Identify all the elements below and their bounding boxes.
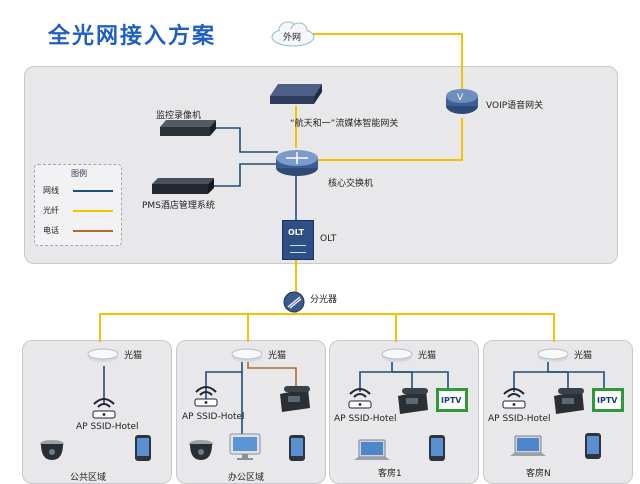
wifi-ap-icon [502,388,526,409]
legend: 图例 网线 光纤 电话 [34,164,122,246]
legend-title: 图例 [71,169,87,178]
legend-swatch-fiber [73,210,113,212]
zone4-label: 客房N [526,469,551,479]
optical-modem-icon [381,348,413,362]
pms-server-icon [152,178,214,194]
svg-text:V: V [457,93,464,103]
iptv-screen: IPTV [436,388,468,412]
ip-phone-icon [554,388,584,414]
zone4-modem-label: 光猫 [574,351,593,361]
legend-label-fiber: 光纤 [43,206,59,215]
network-lines [103,127,605,440]
zone2-modem-label: 光猫 [268,351,287,361]
smartphone-icon [289,435,305,461]
core-network-panel [24,66,618,264]
gateway-label: “航天和一”流媒体智能网关 [290,119,399,129]
core-switch-label: 核心交换机 [328,179,374,189]
camera-icon [40,440,64,460]
legend-label-phone: 电话 [43,226,59,235]
zone1-modem-label: 光猫 [124,351,143,361]
zone4-ap-label: AP SSID-Hotel [488,414,551,424]
zone2-label: 办公区域 [228,473,265,483]
zone3-iptv-label: IPTV [441,396,462,405]
page-title: 全光网接入方案 [48,24,217,49]
optical-modem-icon [87,348,119,362]
zone4-iptv-label: IPTV [597,396,618,405]
zone1-label: 公共区域 [70,473,107,483]
laptop-icon [354,439,390,460]
smartphone-icon [585,433,601,459]
olt-badge: OLT [288,228,305,237]
wifi-ap-icon [92,398,116,419]
zone1-ap-label: AP SSID-Hotel [76,422,139,432]
camera-icon [189,440,213,460]
voip-gateway-label: VOIP语音网关 [486,101,544,111]
wifi-ap-icon [348,388,372,409]
desktop-monitor-icon [229,433,261,460]
voip-gateway-icon: V [446,89,478,114]
legend-swatch-network [73,190,113,192]
ip-phone-icon [280,386,310,412]
olt-device: OLT [282,220,314,260]
pms-label: PMS酒店管理系统 [142,201,215,211]
internet-label: 外网 [283,33,302,43]
zone3-ap-label: AP SSID-Hotel [334,414,397,424]
optical-modem-icon [537,348,569,362]
ip-phone-icon [398,388,428,414]
optical-modem-icon [231,348,263,362]
cloud-icon [271,21,315,47]
zone3-label: 客房1 [378,469,402,479]
core-switch-icon [276,150,318,176]
laptop-icon [510,435,546,456]
zone3-modem-label: 光猫 [418,351,437,361]
zone2-ap-label: AP SSID-Hotel [182,412,245,422]
nvr-icon [160,120,216,136]
olt-port-icon [290,245,306,253]
nvr-label: 监控录像机 [156,111,202,121]
splitter-label: 分光器 [310,295,338,305]
iptv-screen: IPTV [592,388,624,412]
wifi-ap-icon [194,386,218,407]
smartphone-icon [429,435,445,461]
gateway-icon [270,84,322,104]
legend-label-network: 网线 [43,186,59,195]
phone-lines [247,362,297,386]
smartphone-icon [135,435,151,461]
legend-swatch-phone [73,230,113,232]
olt-label: OLT [320,234,337,244]
splitter-icon [283,291,305,313]
